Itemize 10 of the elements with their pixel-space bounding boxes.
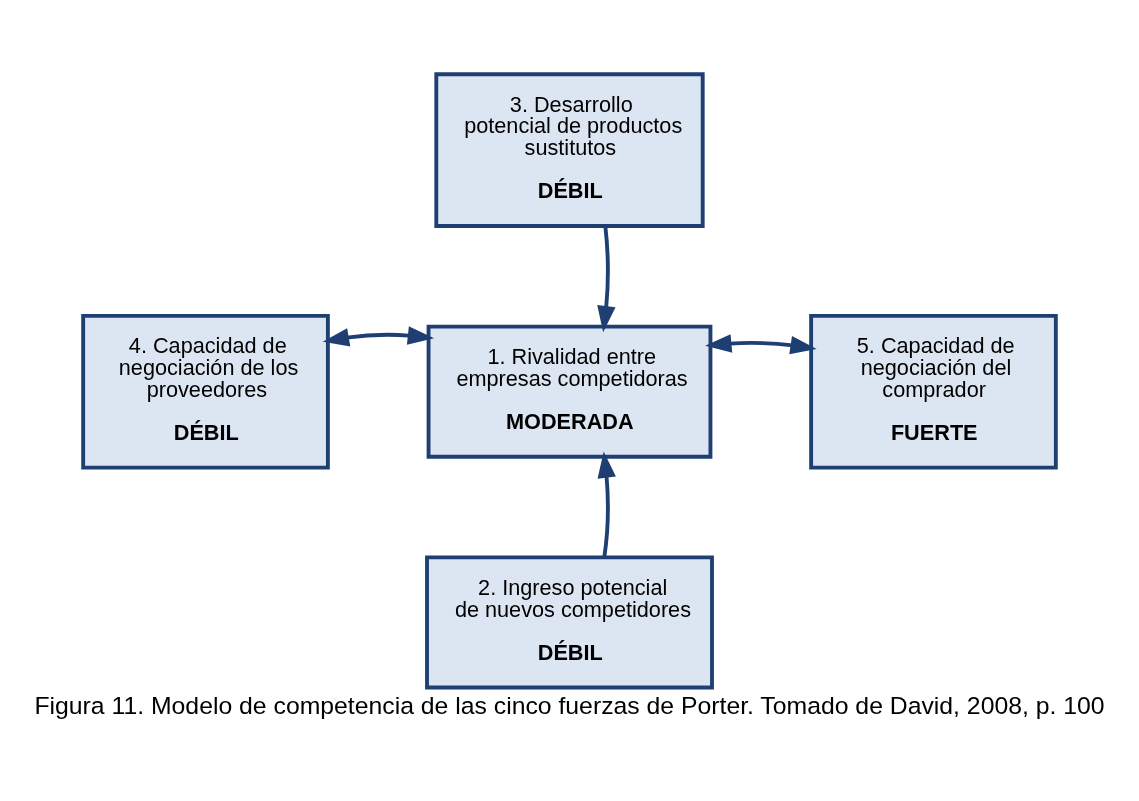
- caption: Figura 11. Modelo de competencia de las cinco fuerzas de Porter. Tomado de David, 2008, p. 100: [34, 691, 1105, 719]
- node-box: 5. Capacidad de negociación del comprador FUERTE: [809, 313, 1058, 470]
- node-box: 2. Ingreso potencial de nuevos competidores DÉBIL: [425, 555, 714, 689]
- arrow: [705, 333, 817, 354]
- node-box: 3. Desarrollo potencial de productos sustitutos DÉBIL: [434, 71, 705, 228]
- arrow: [597, 225, 616, 332]
- node-box: 1. Rivalidad entre empresas competidoras MODERADA: [426, 324, 713, 459]
- node-box: 4. Capacidad de negociación de los proveedores DÉBIL: [81, 313, 330, 470]
- arrow: [597, 450, 616, 558]
- arrow: [322, 325, 435, 346]
